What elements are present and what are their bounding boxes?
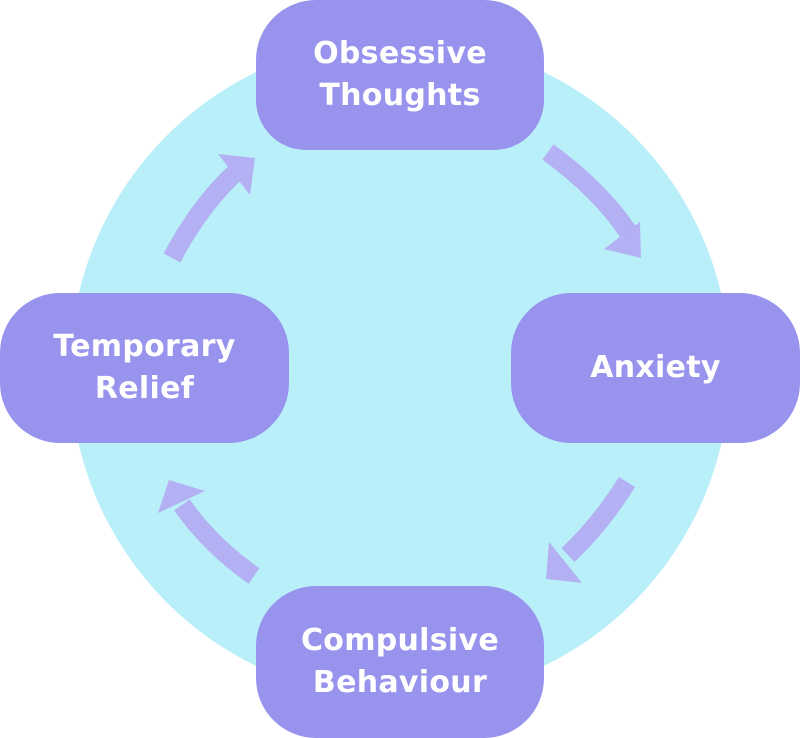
node-obsessive-thoughts: Obsessive Thoughts (256, 0, 544, 150)
node-label: Thoughts (319, 78, 481, 113)
node-anxiety: Anxiety (511, 293, 800, 443)
arrow-anxiety-to-compulsive (546, 476, 636, 583)
node-label: Temporary (53, 329, 236, 364)
arrow-relief-to-obsessive (163, 154, 255, 263)
node-compulsive-behaviour: Compulsive Behaviour (256, 586, 544, 738)
node-label: Compulsive (300, 623, 500, 658)
node-label: Anxiety (590, 350, 721, 385)
node-temporary-relief: Temporary Relief (0, 293, 289, 443)
node-label: Behaviour (312, 665, 488, 700)
arrow-compulsive-to-relief (158, 480, 260, 584)
arrow-obsessive-to-anxiety (542, 144, 641, 258)
node-label: Obsessive (313, 36, 487, 71)
node-label: Relief (94, 371, 195, 406)
